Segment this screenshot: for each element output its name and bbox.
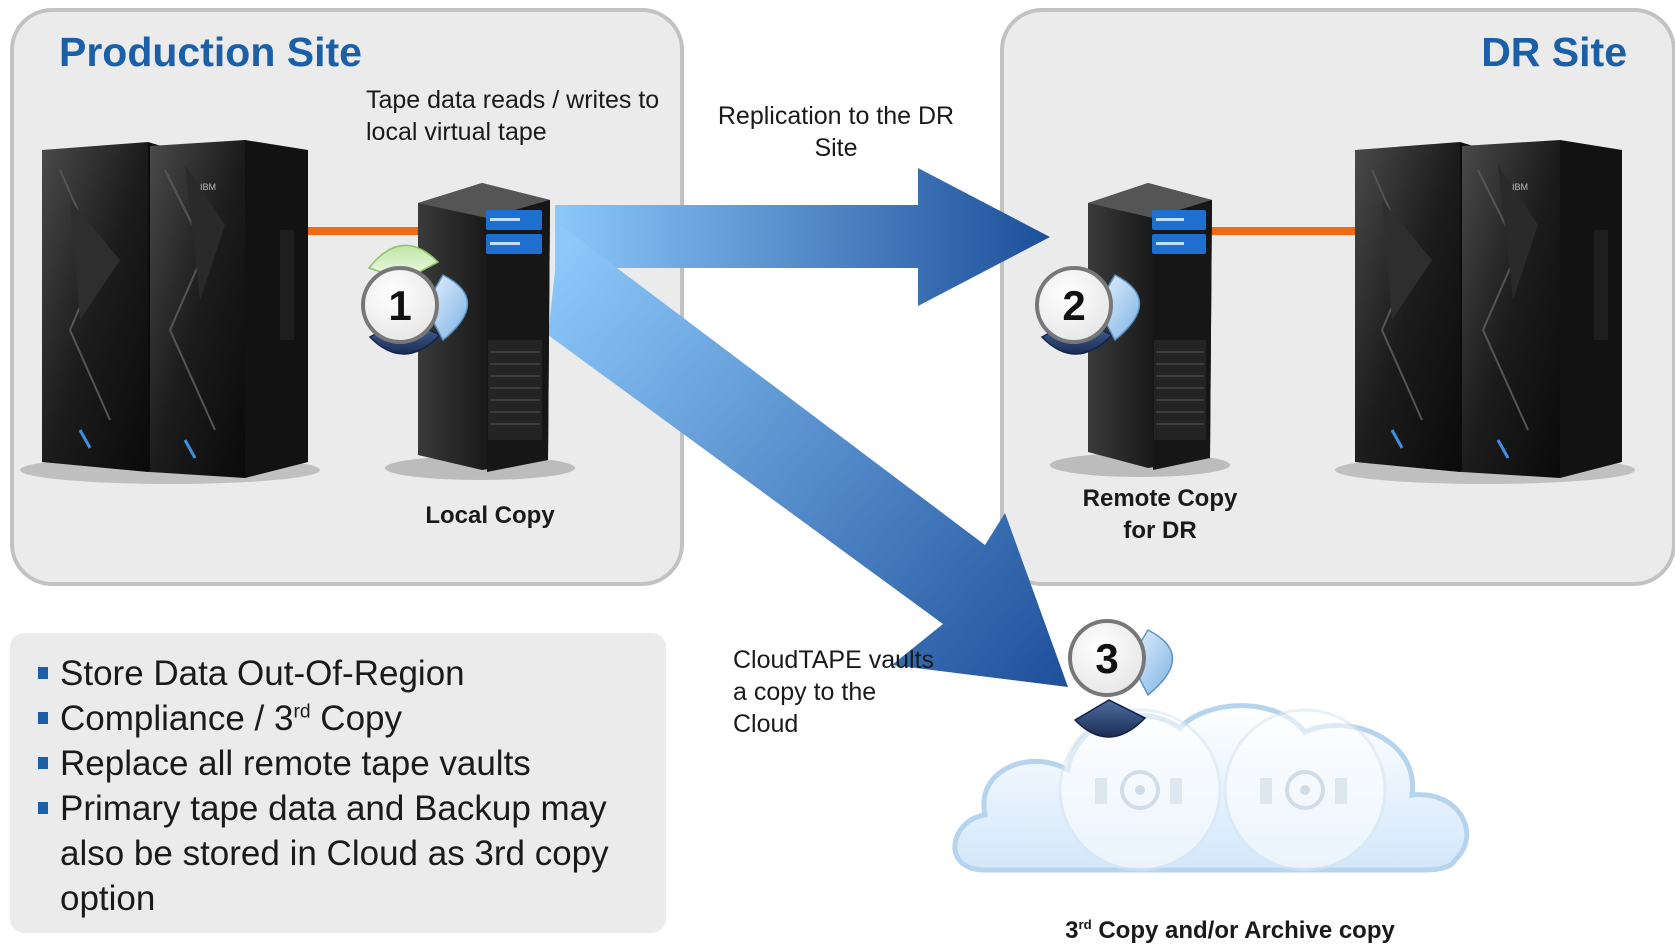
benefit-text-suffix: Copy bbox=[310, 699, 403, 738]
benefit-text-prefix: Compliance / 3 bbox=[60, 699, 294, 738]
production-site-title: Production Site bbox=[59, 29, 362, 75]
local-tape-note: Tape data reads / writes to local virtua… bbox=[366, 86, 660, 146]
benefit-item: Store Data Out-Of-Region bbox=[36, 651, 666, 696]
bullet-square-icon bbox=[38, 802, 48, 814]
production-mainframe-brand: IBM bbox=[200, 182, 216, 192]
archive-copy-caption: 3rd Copy and/or Archive copy bbox=[1010, 915, 1450, 947]
local-copy-caption: Local Copy bbox=[425, 502, 555, 529]
step-2-number: 2 bbox=[1062, 282, 1085, 329]
cloudtape-arrow bbox=[548, 225, 1068, 687]
archive-caption-sup: rd bbox=[1078, 917, 1092, 932]
benefits-box: Store Data Out-Of-Region Compliance / 3r… bbox=[10, 633, 666, 933]
benefit-item: Replace all remote tape vaults bbox=[36, 741, 666, 786]
benefit-item: Compliance / 3rd Copy bbox=[36, 696, 666, 741]
remote-tape-server bbox=[1050, 183, 1230, 477]
step-1-badge: 1 bbox=[361, 244, 469, 355]
archive-caption-prefix: 3 bbox=[1065, 917, 1079, 944]
prod-link-line bbox=[305, 227, 435, 235]
local-tape-server bbox=[385, 183, 575, 480]
benefit-text: Store Data Out-Of-Region bbox=[60, 654, 465, 693]
bullet-square-icon bbox=[38, 712, 48, 724]
benefit-text: Primary tape data and Backup may also be… bbox=[60, 789, 609, 918]
production-mainframe: IBM bbox=[20, 140, 320, 484]
cloudtape-note: CloudTAPE vaults a copy to the Cloud bbox=[733, 646, 935, 738]
archive-caption-rest: Copy and/or Archive copy bbox=[1091, 917, 1395, 944]
dr-mainframe: IBM bbox=[1335, 140, 1635, 484]
step-3-badge: 3 bbox=[1068, 619, 1174, 738]
step-1-number: 1 bbox=[388, 282, 411, 329]
remote-copy-caption: Remote Copy for DR bbox=[1045, 483, 1275, 547]
remote-copy-caption-line1: Remote Copy bbox=[1082, 485, 1238, 512]
cloud-storage bbox=[952, 703, 1470, 873]
step-2-badge: 2 bbox=[1035, 266, 1141, 355]
bullet-square-icon bbox=[38, 757, 48, 769]
dr-link-line bbox=[1210, 227, 1360, 235]
remote-copy-caption-line2: for DR bbox=[1123, 517, 1197, 544]
step-3-number: 3 bbox=[1095, 635, 1118, 682]
replication-arrow bbox=[555, 168, 1050, 306]
dr-mainframe-brand: IBM bbox=[1512, 182, 1528, 192]
dr-site-title: DR Site bbox=[1481, 29, 1627, 75]
replication-note: Replication to the DR Site bbox=[717, 102, 955, 162]
benefit-text-sup: rd bbox=[293, 701, 311, 723]
benefit-item: Primary tape data and Backup may also be… bbox=[36, 786, 666, 921]
bullet-square-icon bbox=[38, 667, 48, 679]
benefits-list: Store Data Out-Of-Region Compliance / 3r… bbox=[10, 633, 666, 921]
benefit-text: Replace all remote tape vaults bbox=[60, 744, 531, 783]
